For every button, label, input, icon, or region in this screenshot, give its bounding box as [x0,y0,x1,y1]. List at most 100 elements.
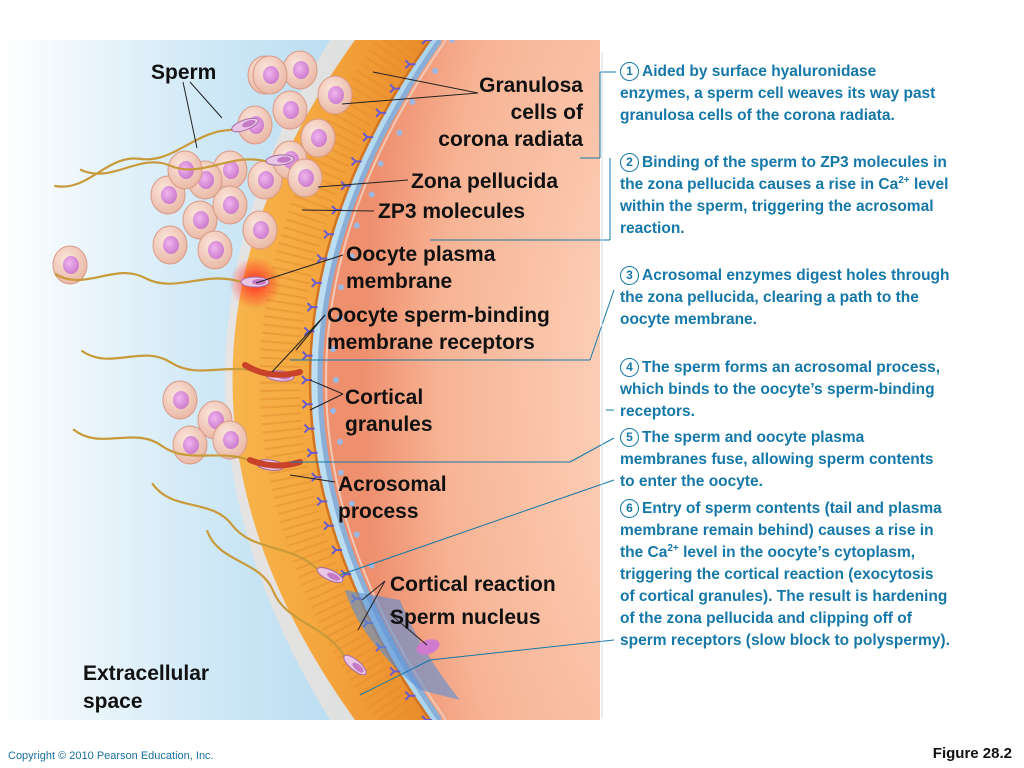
cortical-granule [377,160,384,167]
cortical-granule [337,469,344,476]
step-number-badge: 3 [620,266,639,285]
figure-number: Figure 28.2 [932,745,1012,762]
receptor-icon [389,666,401,677]
step-number-badge: 4 [620,358,639,377]
copyright-notice: Copyright © 2010 Pearson Education, Inc. [8,750,214,762]
label-extracellular-1: Extracellular [83,662,210,685]
receptor-icon [404,59,416,69]
label-zp3-molecules: ZP3 molecules [378,200,526,223]
label-receptors-2: membrane receptors [327,331,535,354]
step-text: level in the oocyte’s cytoplasm, trigger… [620,544,950,649]
granulosa-cell [212,185,248,225]
sperm [205,529,367,676]
label-cortical-granules-2: granules [345,413,433,436]
granulosa-cell [197,230,233,270]
receptor-icon [301,351,313,361]
step-text: Binding of the sperm to ZP3 molecules in… [620,154,947,193]
label-acrosomal-1: Acrosomal [338,473,447,496]
receptor-icon [316,496,328,507]
label-receptors-1: Oocyte sperm-binding [327,304,550,327]
granulosa-cell [172,425,208,465]
cortical-granule [336,315,343,322]
label-zona-pellucida: Zona pellucida [411,170,559,193]
leader-lines [182,71,479,646]
label-granulosa-3: corona radiata [438,128,583,151]
cortical-granule [336,438,343,445]
receptor-icon [404,691,416,701]
label-cortical-reaction: Cortical reaction [390,573,556,596]
step-text: The sperm and oocyte plasma membranes fu… [620,429,934,490]
receptor-icon [323,229,335,239]
cortical-granule [368,191,375,198]
receptor-icon [323,521,335,531]
step-text: Acrosomal enzymes digest holes through t… [620,267,950,328]
cortical-granule [409,98,416,105]
granulosa-cell [247,160,283,200]
receptor-icon [331,545,342,555]
granulosa-cell [162,380,198,420]
step-connectors [290,71,616,696]
cortical-granule [348,500,355,507]
label-sperm: Sperm [151,61,217,84]
cortical-granule [396,129,403,136]
label-cortical-granules-1: Cortical [345,386,424,409]
label-oocyte-plasma-2: membrane [346,270,453,293]
granulosa-cell [242,210,278,250]
cortical-reaction-region [345,590,460,700]
receptor-icon [421,715,432,720]
step-superscript: 2+ [667,542,679,554]
step-text: Aided by surface hyaluronidase enzymes, … [620,63,936,124]
cortical-granule [353,222,360,229]
receptor-icon [301,399,313,409]
receptor-icon [306,448,318,458]
receptor-icon [421,40,432,45]
receptor-icon [375,108,387,118]
step-superscript: 2+ [898,174,910,186]
oocyte-cytoplasm [320,40,600,720]
receptor-icon [311,278,322,288]
sperm [79,154,295,175]
step-number-badge: 2 [620,153,639,172]
label-sperm-nucleus: Sperm nucleus [390,606,541,629]
granulosa-cell [272,90,308,130]
step-number-badge: 6 [620,499,639,518]
label-oocyte-plasma-1: Oocyte plasma [346,243,496,266]
step-text: level within the sperm, triggering the a… [620,176,949,237]
cortical-granule [329,407,336,414]
receptor-icon [316,253,328,264]
granulosa-cell [300,118,336,158]
sperm [151,482,344,583]
receptor-icon [389,83,401,94]
label-acrosomal-2: process [338,500,419,523]
cortical-granule [449,40,455,43]
sperm [54,117,259,188]
receptor-icon [306,302,318,312]
granulosa-cell [252,55,288,95]
step-text: The sperm forms an acrosomal process, wh… [620,359,941,420]
step-text: Entry of sperm contents (tail and plasma… [620,500,942,561]
granulosa-cell [317,75,353,115]
cortical-granule [348,253,355,260]
granulosa-cell [182,200,218,240]
sperm-nucleus-inside [416,639,440,655]
step-number-badge: 5 [620,428,639,447]
granulosa-cell [52,245,88,285]
zona-pellucida-dots [260,40,417,720]
cortical-granule [353,531,360,538]
step-number-badge: 1 [620,62,639,81]
cortical-granule [432,67,439,74]
receptor-icon [303,423,315,434]
cortical-granule [329,346,336,353]
receptor-icon [362,132,374,142]
receptor-icon [350,156,362,167]
sperm [54,272,270,288]
granulosa-cell [152,225,188,265]
label-granulosa-2: cells of [510,101,583,124]
label-extracellular-2: space [83,690,143,713]
